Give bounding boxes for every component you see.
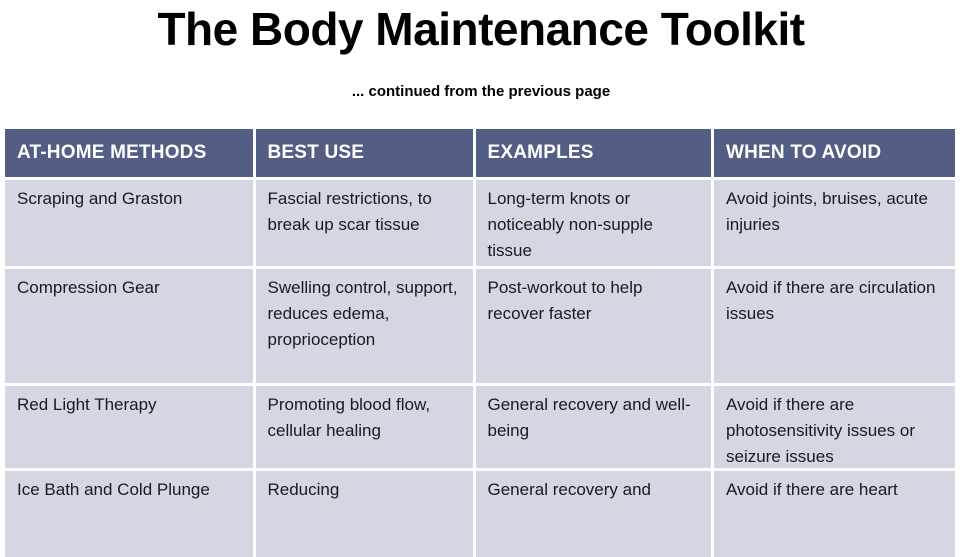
column-header-at-home-methods: AT-HOME METHODS (5, 129, 253, 177)
cell-method: Scraping and Graston (5, 180, 253, 266)
cell-examples: Long-term knots or noticeably non-supple… (475, 180, 711, 266)
cell-best-use: Swelling control, support, reduces edema… (255, 269, 473, 383)
page-title: The Body Maintenance Toolkit (157, 3, 805, 55)
cell-method: Ice Bath and Cold Plunge (5, 471, 253, 557)
table-row: Scraping and Graston Fascial restriction… (5, 180, 955, 266)
cell-when-to-avoid: Avoid joints, bruises, acute injuries (714, 180, 955, 266)
table-row: Compression Gear Swelling control, suppo… (5, 269, 955, 383)
column-header-when-to-avoid: WHEN TO AVOID (714, 129, 955, 177)
cell-examples: Post-workout to help recover faster (475, 269, 711, 383)
table-body: Scraping and Graston Fascial restriction… (5, 180, 955, 557)
cell-best-use: Promoting blood flow, cellular healing (255, 386, 473, 468)
cell-method: Red Light Therapy (5, 386, 253, 468)
cell-examples: General recovery and well-being (475, 386, 711, 468)
column-header-examples: EXAMPLES (475, 129, 711, 177)
cell-when-to-avoid: Avoid if there are heart (714, 471, 955, 557)
table-row: Ice Bath and Cold Plunge Reducing Genera… (5, 471, 955, 557)
table-header-row: AT-HOME METHODS BEST USE EXAMPLES WHEN T… (5, 129, 955, 177)
column-header-best-use: BEST USE (255, 129, 473, 177)
cell-examples: General recovery and (475, 471, 711, 557)
cell-best-use: Fascial restrictions, to break up scar t… (255, 180, 473, 266)
cell-best-use: Reducing (255, 471, 473, 557)
cell-when-to-avoid: Avoid if there are circulation issues (714, 269, 955, 383)
table-row: Red Light Therapy Promoting blood flow, … (5, 386, 955, 468)
methods-table: AT-HOME METHODS BEST USE EXAMPLES WHEN T… (5, 129, 955, 557)
cell-when-to-avoid: Avoid if there are photosensitivity issu… (714, 386, 955, 468)
cell-method: Compression Gear (5, 269, 253, 383)
page-subtitle: ... continued from the previous page (351, 83, 611, 100)
